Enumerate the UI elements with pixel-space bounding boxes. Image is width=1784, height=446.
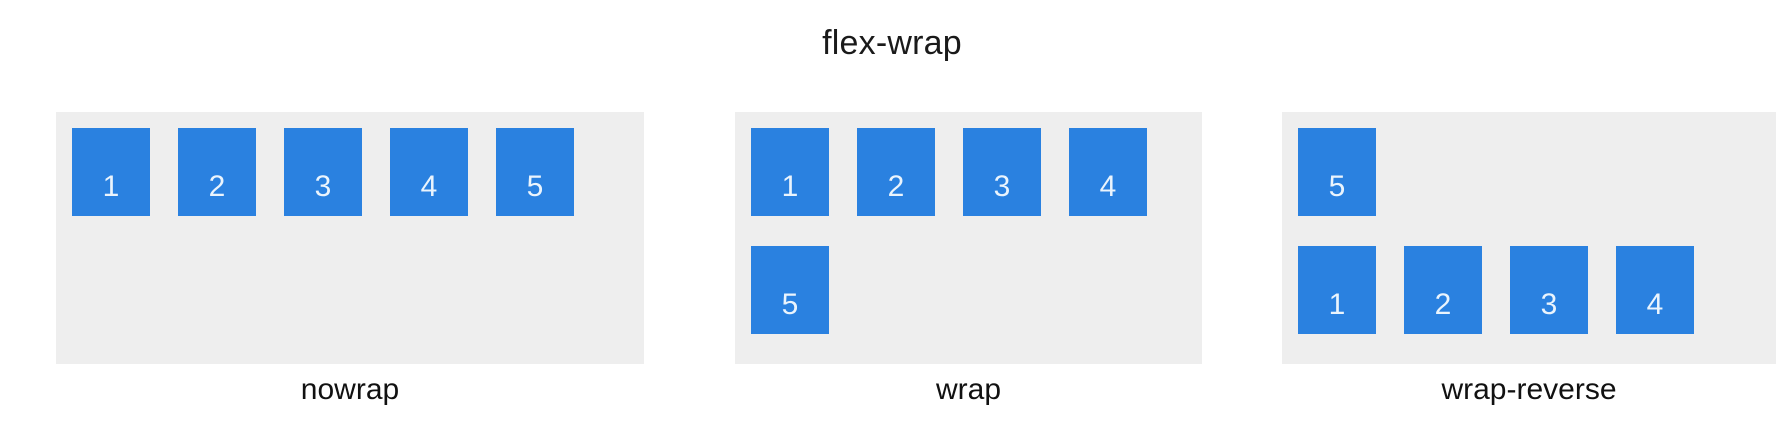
flex-item: 5: [751, 246, 829, 334]
flex-item: 1: [1298, 246, 1376, 334]
panel-nowrap: 1 2 3 4 5 nowrap: [56, 112, 644, 422]
flex-item: 5: [496, 128, 574, 216]
flex-container-nowrap: 1 2 3 4 5: [56, 112, 644, 364]
panel-label-nowrap: nowrap: [300, 373, 400, 406]
flex-item: 1: [751, 128, 829, 216]
panels-row: 1 2 3 4 5 nowrap 1 2 3 4 5 wrap 1 2: [0, 112, 1784, 422]
flex-item: 2: [1404, 246, 1482, 334]
panel-label-wrap-reverse: wrap-reverse: [1441, 373, 1617, 406]
flex-item: 3: [284, 128, 362, 216]
panel-wrap: 1 2 3 4 5 wrap: [735, 112, 1202, 422]
flex-item: 4: [1616, 246, 1694, 334]
flex-item: 3: [1510, 246, 1588, 334]
flex-item: 2: [857, 128, 935, 216]
page-title: flex-wrap: [822, 24, 962, 62]
panel-label-wrap: wrap: [935, 373, 1002, 406]
flex-container-wrap: 1 2 3 4 5: [735, 112, 1202, 364]
flex-item: 5: [1298, 128, 1376, 216]
flex-item: 4: [390, 128, 468, 216]
panel-wrap-reverse: 1 2 3 4 5 wrap-reverse: [1282, 112, 1776, 422]
flex-item: 1: [72, 128, 150, 216]
flex-item: 4: [1069, 128, 1147, 216]
flex-item: 2: [178, 128, 256, 216]
flex-item: 3: [963, 128, 1041, 216]
flex-container-wrap-reverse: 1 2 3 4 5: [1282, 112, 1776, 364]
